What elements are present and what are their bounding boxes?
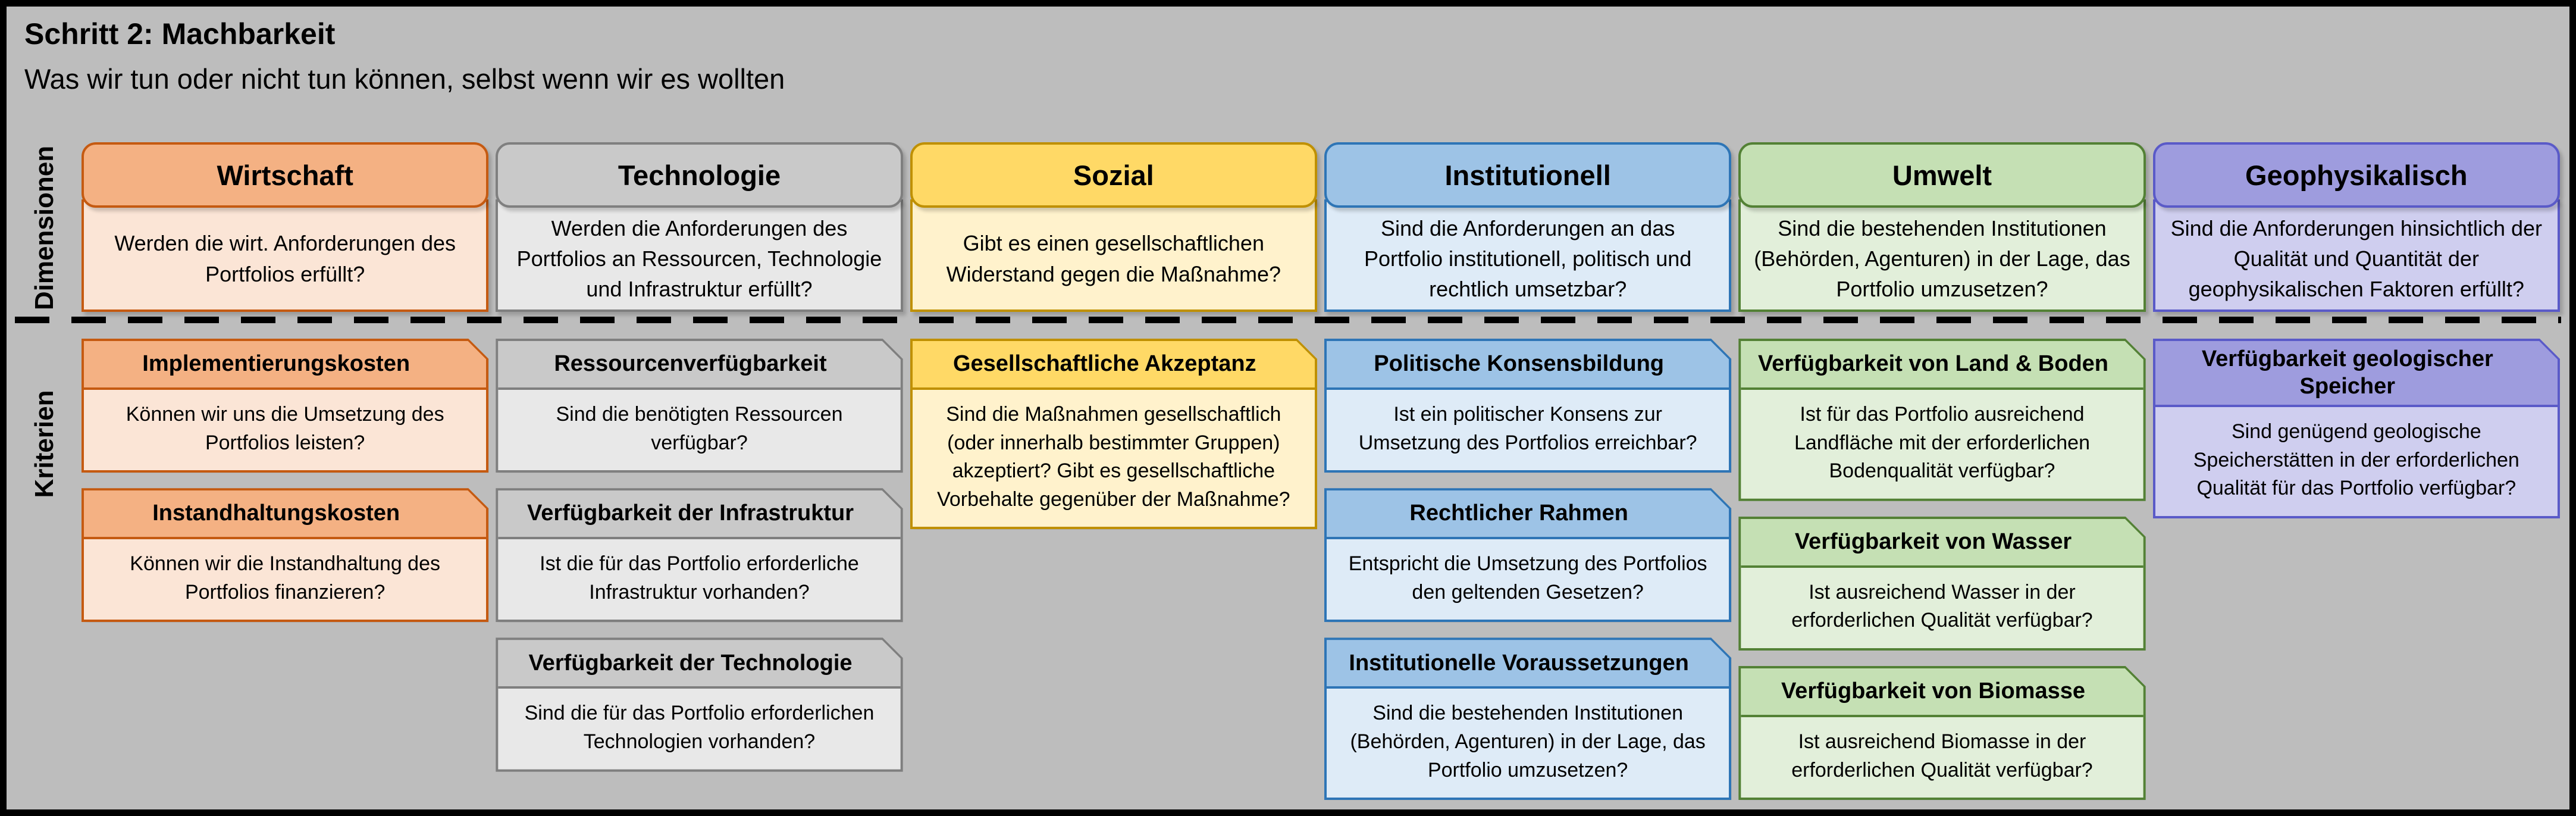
dimension-header-institutionell: Institutionell [1324, 142, 1732, 208]
criterion-header: Verfügbarkeit von Wasser [1741, 519, 2143, 568]
criterion-question: Können wir uns die Umsetzung des Portfol… [126, 403, 444, 454]
criterion-question: Sind die für das Portfolio erforderliche… [524, 702, 875, 753]
criterion-question: Ist ausreichend Biomasse in der erforder… [1791, 730, 2093, 781]
title-block: Schritt 2: Machbarkeit Was wir tun oder … [24, 16, 785, 95]
dimension-question-sozial: Gibt es einen gesellschaftlichen Widerst… [910, 199, 1317, 312]
dimension-header-sozial: Sozial [910, 142, 1317, 208]
row-label-kriterien: Kriterien [30, 390, 59, 498]
criterion-header: Rechtlicher Rahmen [1327, 490, 1729, 539]
criterion-header: Instandhaltungskosten [84, 490, 486, 539]
criterion-header: Verfügbarkeit von Land & Boden [1741, 341, 2143, 390]
dimension-header-umwelt: Umwelt [1738, 142, 2146, 208]
criterion-question: Sind die bestehenden Institutionen (Behö… [1350, 702, 1706, 781]
page-subtitle: Was wir tun oder nicht tun können, selbs… [24, 63, 785, 95]
criterion-question: Sind genügend geologische Speicherstätte… [2193, 420, 2519, 500]
dimension-header-technologie: Technologie [496, 142, 903, 208]
criterion-question: Entspricht die Umsetzung des Portfolios … [1348, 552, 1707, 604]
dimension-question-institutionell: Sind die Anforderungen an das Portfolio … [1324, 199, 1732, 312]
criterion-question: Sind die benötigten Ressourcen verfügbar… [556, 403, 843, 454]
dimension-question-technologie: Werden die Anforderungen des Portfolios … [496, 199, 903, 312]
criterion-header: Verfügbarkeit von Biomasse [1741, 668, 2143, 717]
criterion-question: Ist die für das Portfolio erforderliche … [540, 552, 859, 604]
criterion-header: Politische Konsensbildung [1327, 341, 1729, 390]
criterion-header: Verfügbarkeit der Infrastruktur [498, 490, 900, 539]
criterion-header: Gesellschaftliche Akzeptanz [913, 341, 1315, 390]
criterion-question: Ist ausreichend Wasser in der erforderli… [1791, 580, 2093, 632]
dimensions-criteria-divider [15, 317, 2561, 323]
criterion-header: Institutionelle Voraussetzungen [1327, 640, 1729, 689]
criterion-header: Verfügbarkeit geologischer Speicher [2155, 341, 2558, 407]
dimension-header-wirtschaft: Wirtschaft [82, 142, 489, 208]
criterion-question: Können wir die Instandhaltung des Portfo… [130, 552, 441, 604]
dimension-question-geophysikalisch: Sind die Anforderungen hinsichtlich der … [2152, 199, 2560, 312]
row-label-dimensionen: Dimensionen [30, 145, 59, 311]
criterion-header: Verfügbarkeit der Technologie [498, 640, 900, 689]
dimension-header-geophysikalisch: Geophysikalisch [2152, 142, 2560, 208]
criterion-question: Ist für das Portfolio ausreichend Landfl… [1794, 403, 2090, 483]
criterion-header: Implementierungskosten [84, 341, 486, 390]
dimension-question-wirtschaft: Werden die wirt. Anforderungen des Portf… [82, 199, 489, 312]
dimension-question-umwelt: Sind die bestehenden Institutionen (Behö… [1738, 199, 2146, 312]
criterion-header: Ressourcenverfügbarkeit [498, 341, 900, 390]
criterion-question: Ist ein politischer Konsens zur Umsetzun… [1358, 403, 1697, 454]
criterion-question: Sind die Maßnahmen gesellschaftlich (ode… [937, 403, 1290, 511]
page-title: Schritt 2: Machbarkeit [24, 17, 336, 51]
